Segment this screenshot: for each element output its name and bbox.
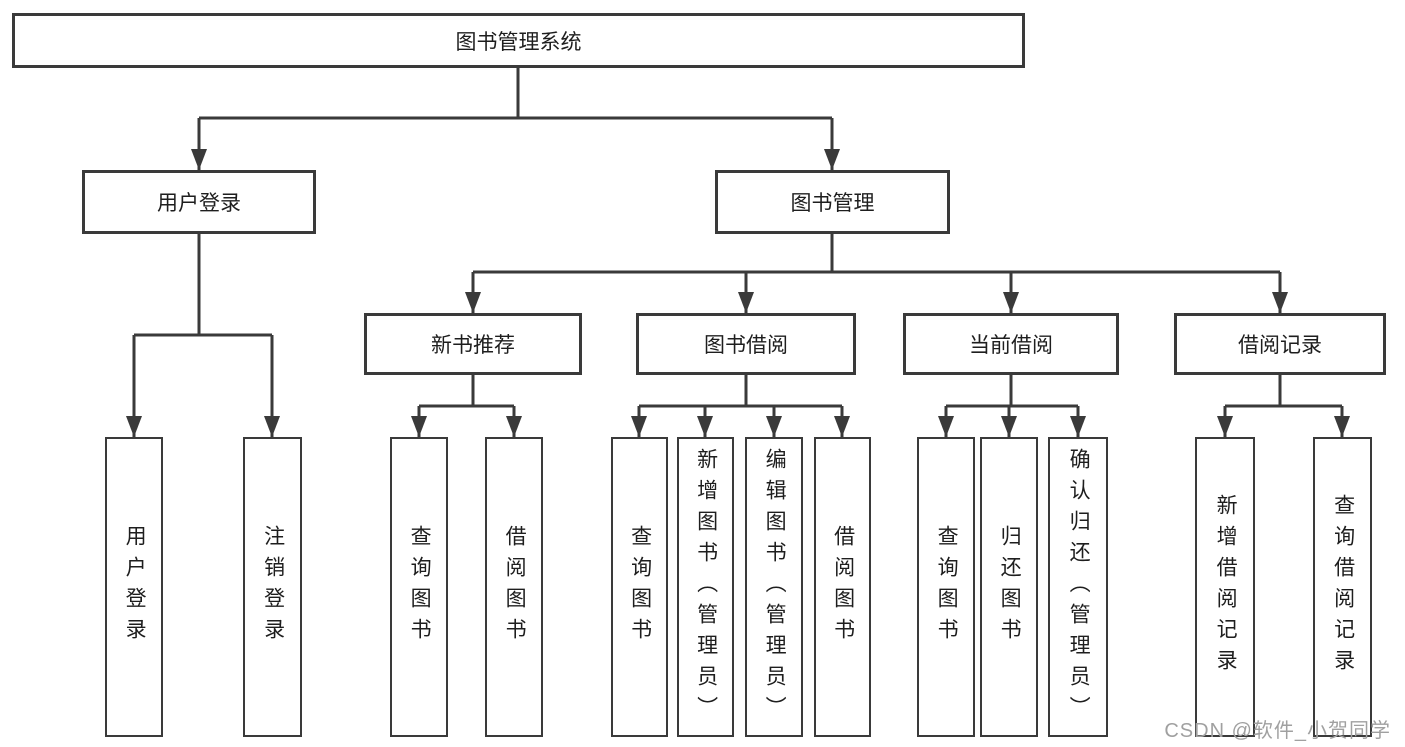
connector-root-split: [199, 68, 832, 120]
node-user-login-label: 用户登录: [157, 192, 241, 215]
node-user-login: 用户登录: [82, 170, 316, 234]
leaf-logout: 注销登录: [243, 437, 302, 737]
node-borrow-records: 借阅记录: [1174, 313, 1386, 375]
leaf-edit-book-admin: 编辑图书（管理员）: [745, 437, 803, 737]
leaf-edit-book-admin-label: 编辑图书（管理员）: [763, 447, 787, 727]
leaf-query-books-2: 查询图书: [611, 437, 668, 737]
leaf-add-borrow-record: 新增借阅记录: [1195, 437, 1255, 737]
connector-current-borrow-split: [946, 375, 1078, 408]
node-root-label: 图书管理系统: [455, 30, 582, 54]
leaf-logout-label: 注销登录: [261, 525, 285, 649]
leaf-confirm-return-admin-label: 确认归还（管理员）: [1067, 447, 1091, 727]
connector-book-borrow-split: [639, 375, 842, 408]
leaf-query-books-1-label: 查询图书: [408, 525, 432, 649]
leaf-query-books-1: 查询图书: [390, 437, 448, 737]
node-new-book-recommend: 新书推荐: [364, 313, 582, 375]
node-book-borrow: 图书借阅: [636, 313, 856, 375]
watermark: CSDN @软件_小贺同学: [1164, 720, 1391, 742]
leaf-add-borrow-record-label: 新增借阅记录: [1214, 494, 1238, 680]
leaf-borrow-books-2-label: 借阅图书: [831, 525, 855, 649]
node-current-borrow: 当前借阅: [903, 313, 1119, 375]
connector-borrow-records-split: [1225, 375, 1342, 408]
leaf-borrow-books-1-label: 借阅图书: [503, 525, 527, 649]
leaf-query-books-3-label: 查询图书: [935, 525, 959, 649]
connector-new-book-split: [419, 375, 514, 408]
leaf-user-login: 用户登录: [105, 437, 163, 737]
leaf-return-books: 归还图书: [980, 437, 1038, 737]
leaf-query-books-2-label: 查询图书: [628, 525, 652, 649]
leaf-borrow-books-2: 借阅图书: [814, 437, 871, 737]
node-new-book-recommend-label: 新书推荐: [431, 334, 515, 357]
leaf-borrow-books-1: 借阅图书: [485, 437, 543, 737]
leaf-confirm-return-admin: 确认归还（管理员）: [1048, 437, 1108, 737]
leaf-user-login-label: 用户登录: [123, 525, 147, 649]
leaf-query-books-3: 查询图书: [917, 437, 975, 737]
connector-user-login-split: [134, 234, 272, 337]
leaf-return-books-label: 归还图书: [998, 525, 1022, 649]
leaf-add-book-admin-label: 新增图书（管理员）: [694, 447, 718, 727]
leaf-add-book-admin: 新增图书（管理员）: [677, 437, 734, 737]
node-root: 图书管理系统: [12, 13, 1025, 68]
node-current-borrow-label: 当前借阅: [969, 334, 1053, 357]
leaf-query-borrow-record-label: 查询借阅记录: [1331, 494, 1355, 680]
node-borrow-records-label: 借阅记录: [1238, 334, 1322, 357]
node-book-management-label: 图书管理: [790, 192, 875, 215]
node-book-borrow-label: 图书借阅: [704, 334, 788, 357]
node-book-management: 图书管理: [715, 170, 950, 234]
connector-book-management-split: [473, 234, 1280, 274]
leaf-query-borrow-record: 查询借阅记录: [1313, 437, 1372, 737]
